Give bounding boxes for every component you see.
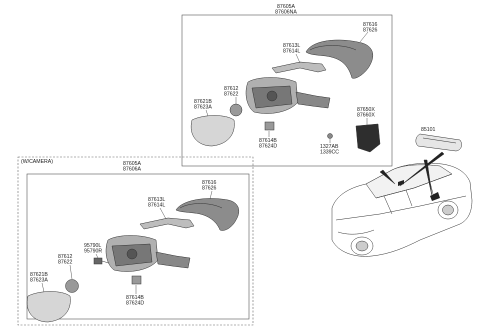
camera-actuator-no-1: 87612 (58, 254, 73, 260)
camera-no-1: 95790L (84, 243, 101, 249)
camera-bracket-no-2: 87614L (148, 203, 165, 209)
camera-actuator-shape (65, 279, 79, 293)
camera-glass-leader (41, 282, 45, 293)
camera-bracket-leader (159, 207, 167, 220)
camera-shape (93, 257, 103, 265)
screw-no-1: 1327AB (320, 144, 339, 150)
camera-lamp-shape (131, 275, 142, 285)
camera-no-2: 95790R (84, 249, 102, 255)
camera-cover-shape (175, 198, 239, 231)
camera-cover-leader (209, 190, 213, 200)
car-tail (337, 229, 375, 235)
car-illustration (331, 151, 473, 257)
cap-shape (355, 123, 381, 153)
camera-lamp-no-1: 87614B (126, 295, 144, 301)
camera-glass-shape (26, 291, 71, 323)
car-arrow-2 (423, 159, 433, 197)
upper-housing-motor (266, 90, 278, 102)
camera-cover-no-1: 87616 (202, 180, 217, 186)
upper-glass-no-1: 87621B (194, 99, 212, 105)
upper-bracket-no-2: 87614L (283, 49, 300, 55)
upper-assembly-no-1: 87605A (277, 4, 295, 10)
upper-lamp-no-1: 87614B (259, 138, 277, 144)
camera-cover-no-2: 87626 (202, 186, 217, 192)
screw-shape (327, 133, 333, 139)
camera-bracket-no-1: 87613L (148, 197, 165, 203)
camera-housing-base (155, 251, 191, 269)
upper-cover-leader (359, 31, 369, 43)
camera-actuator-leader (69, 264, 73, 280)
camera-lamp-no-2: 87624D (126, 301, 144, 307)
car-arrow-3 (399, 151, 445, 187)
upper-lamp-no-2: 87624D (259, 144, 277, 150)
camera-glass-no-1: 87621B (30, 272, 48, 278)
car-side-mirror-mark (430, 192, 440, 201)
upper-group-frame (181, 14, 393, 167)
camera-group-frame (17, 156, 254, 326)
inside-mirror-no: 85101 (421, 127, 436, 133)
upper-assembly-no-2: 87606NA (275, 10, 297, 16)
camera-glass-no-2: 87623A (30, 278, 48, 284)
upper-cover-no-2: 87626 (363, 28, 378, 34)
car-inside-mirror-mark (398, 180, 404, 186)
upper-cover-highlight (309, 45, 357, 51)
inside-mirror-detail (422, 137, 457, 144)
car-front-hub (442, 204, 454, 216)
upper-glass-shape (190, 115, 235, 147)
upper-cover-no-1: 87616 (363, 22, 378, 28)
upper-actuator-no-2: 87622 (224, 92, 239, 98)
camera-cover-highlight (179, 203, 223, 209)
cap-no-2: 87660X (357, 113, 375, 119)
upper-housing-base (295, 91, 331, 109)
car-arrow-1 (379, 169, 396, 185)
upper-actuator-shape (229, 103, 243, 117)
upper-bracket-leader (295, 53, 301, 64)
upper-actuator-no-1: 87612 (224, 86, 239, 92)
camera-assembly-no-2: 87606A (123, 167, 141, 173)
camera-group-title: (W/CAMERA) (21, 159, 53, 165)
upper-bracket-shape (271, 61, 327, 74)
upper-lamp-shape (264, 121, 275, 131)
camera-inner-frame (26, 173, 250, 320)
upper-glass-leader (205, 109, 209, 117)
car-sideline (335, 195, 467, 221)
camera-housing-motor (126, 248, 138, 260)
upper-cover-shape (305, 39, 373, 79)
camera-assembly-no-1: 87605A (123, 161, 141, 167)
car-rear-hub (355, 240, 369, 252)
screw-no-2: 1339CC (320, 150, 339, 156)
camera-bracket-shape (139, 217, 195, 230)
cap-no-1: 87650X (357, 107, 375, 113)
camera-leader (95, 253, 99, 259)
upper-glass-no-2: 87623A (194, 105, 212, 111)
car-beltline (375, 173, 453, 199)
upper-bracket-no-1: 87613L (283, 43, 300, 49)
inside-mirror-shape (415, 133, 462, 152)
camera-actuator-no-2: 87622 (58, 260, 73, 266)
